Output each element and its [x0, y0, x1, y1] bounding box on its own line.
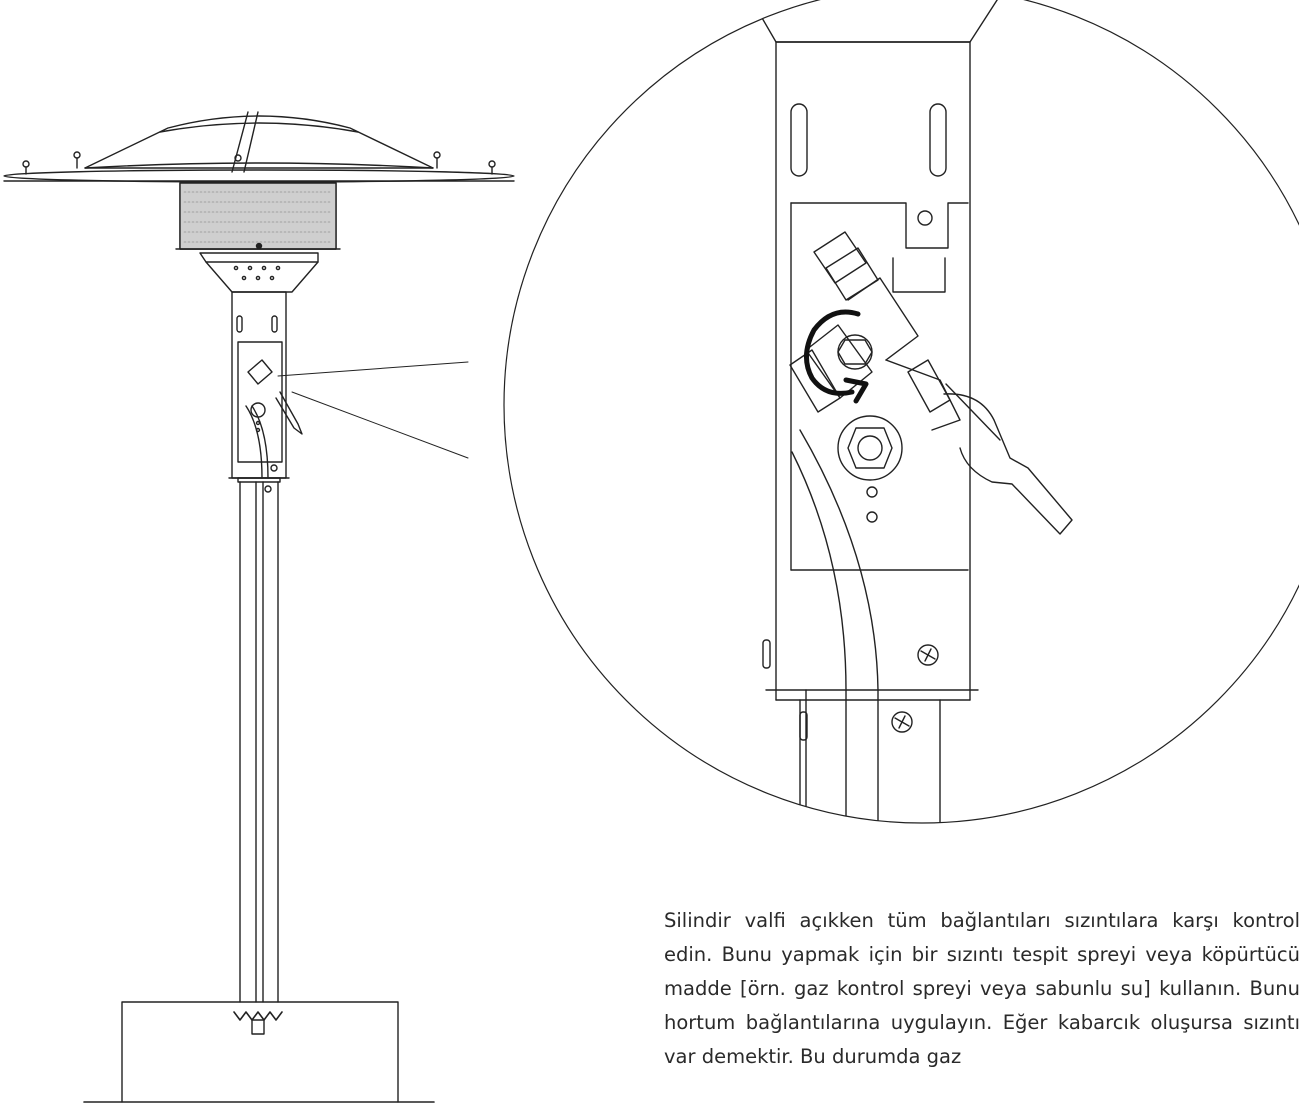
support-pole — [237, 477, 281, 1003]
reflector-hood — [3, 111, 515, 183]
magnified-detail — [503, 0, 1299, 824]
gas-fitting-nut — [789, 231, 961, 431]
instruction-paragraph: Silindir valfi açıkken tüm bağlantıları … — [664, 909, 1299, 1068]
heater-base — [83, 1001, 435, 1103]
zoom-leader-lines — [277, 361, 469, 459]
emitter-screen — [175, 182, 341, 250]
burner-cone — [199, 252, 319, 293]
heater-overview — [3, 111, 515, 1103]
rotation-arrow-icon — [804, 309, 869, 404]
control-knob — [837, 415, 903, 523]
valve-housing — [228, 291, 303, 479]
gas-hose — [943, 383, 1073, 535]
